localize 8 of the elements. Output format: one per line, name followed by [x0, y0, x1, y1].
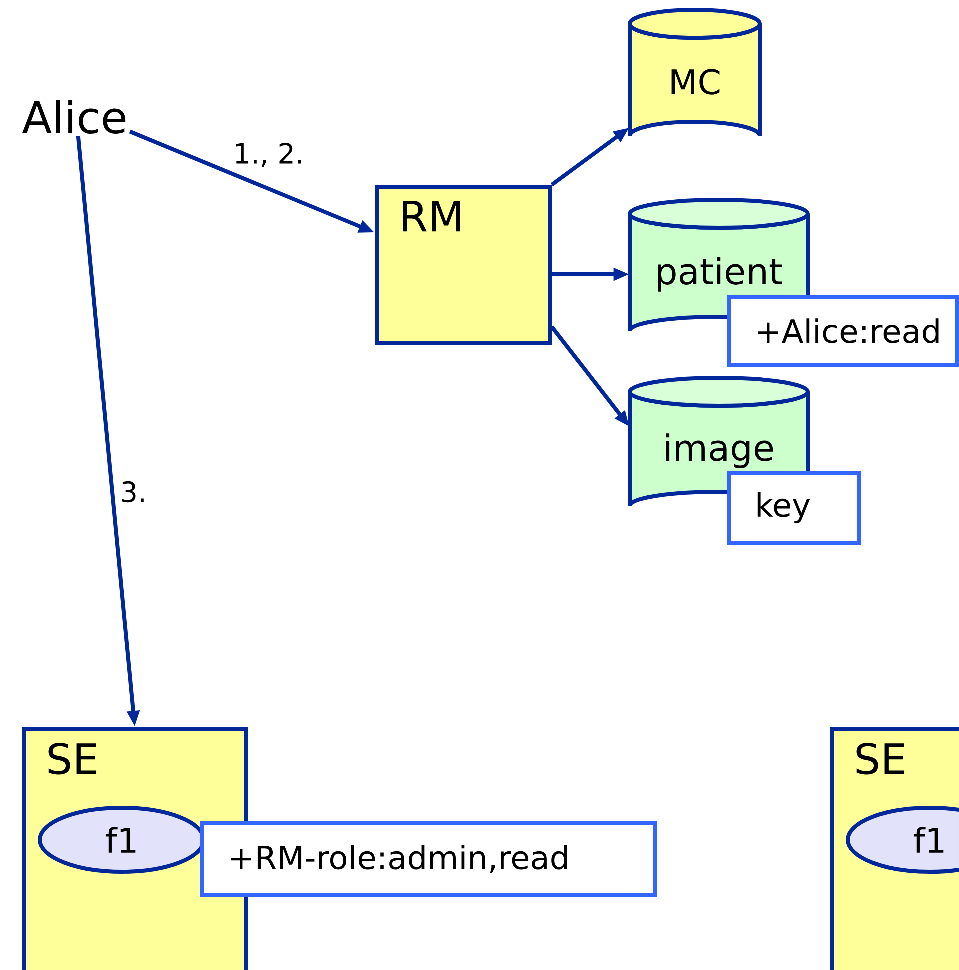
permission-box: +Alice:read	[727, 295, 959, 367]
permission-box: +RM-role:admin,read	[200, 821, 657, 897]
permission-box: key	[727, 471, 861, 545]
component-box: RM	[375, 185, 552, 345]
database-cylinder: MC	[628, 8, 762, 138]
actor-label: Alice	[22, 100, 126, 134]
edge-label: 1., 2.	[232, 142, 306, 168]
edge-label: 3.	[119, 480, 148, 504]
